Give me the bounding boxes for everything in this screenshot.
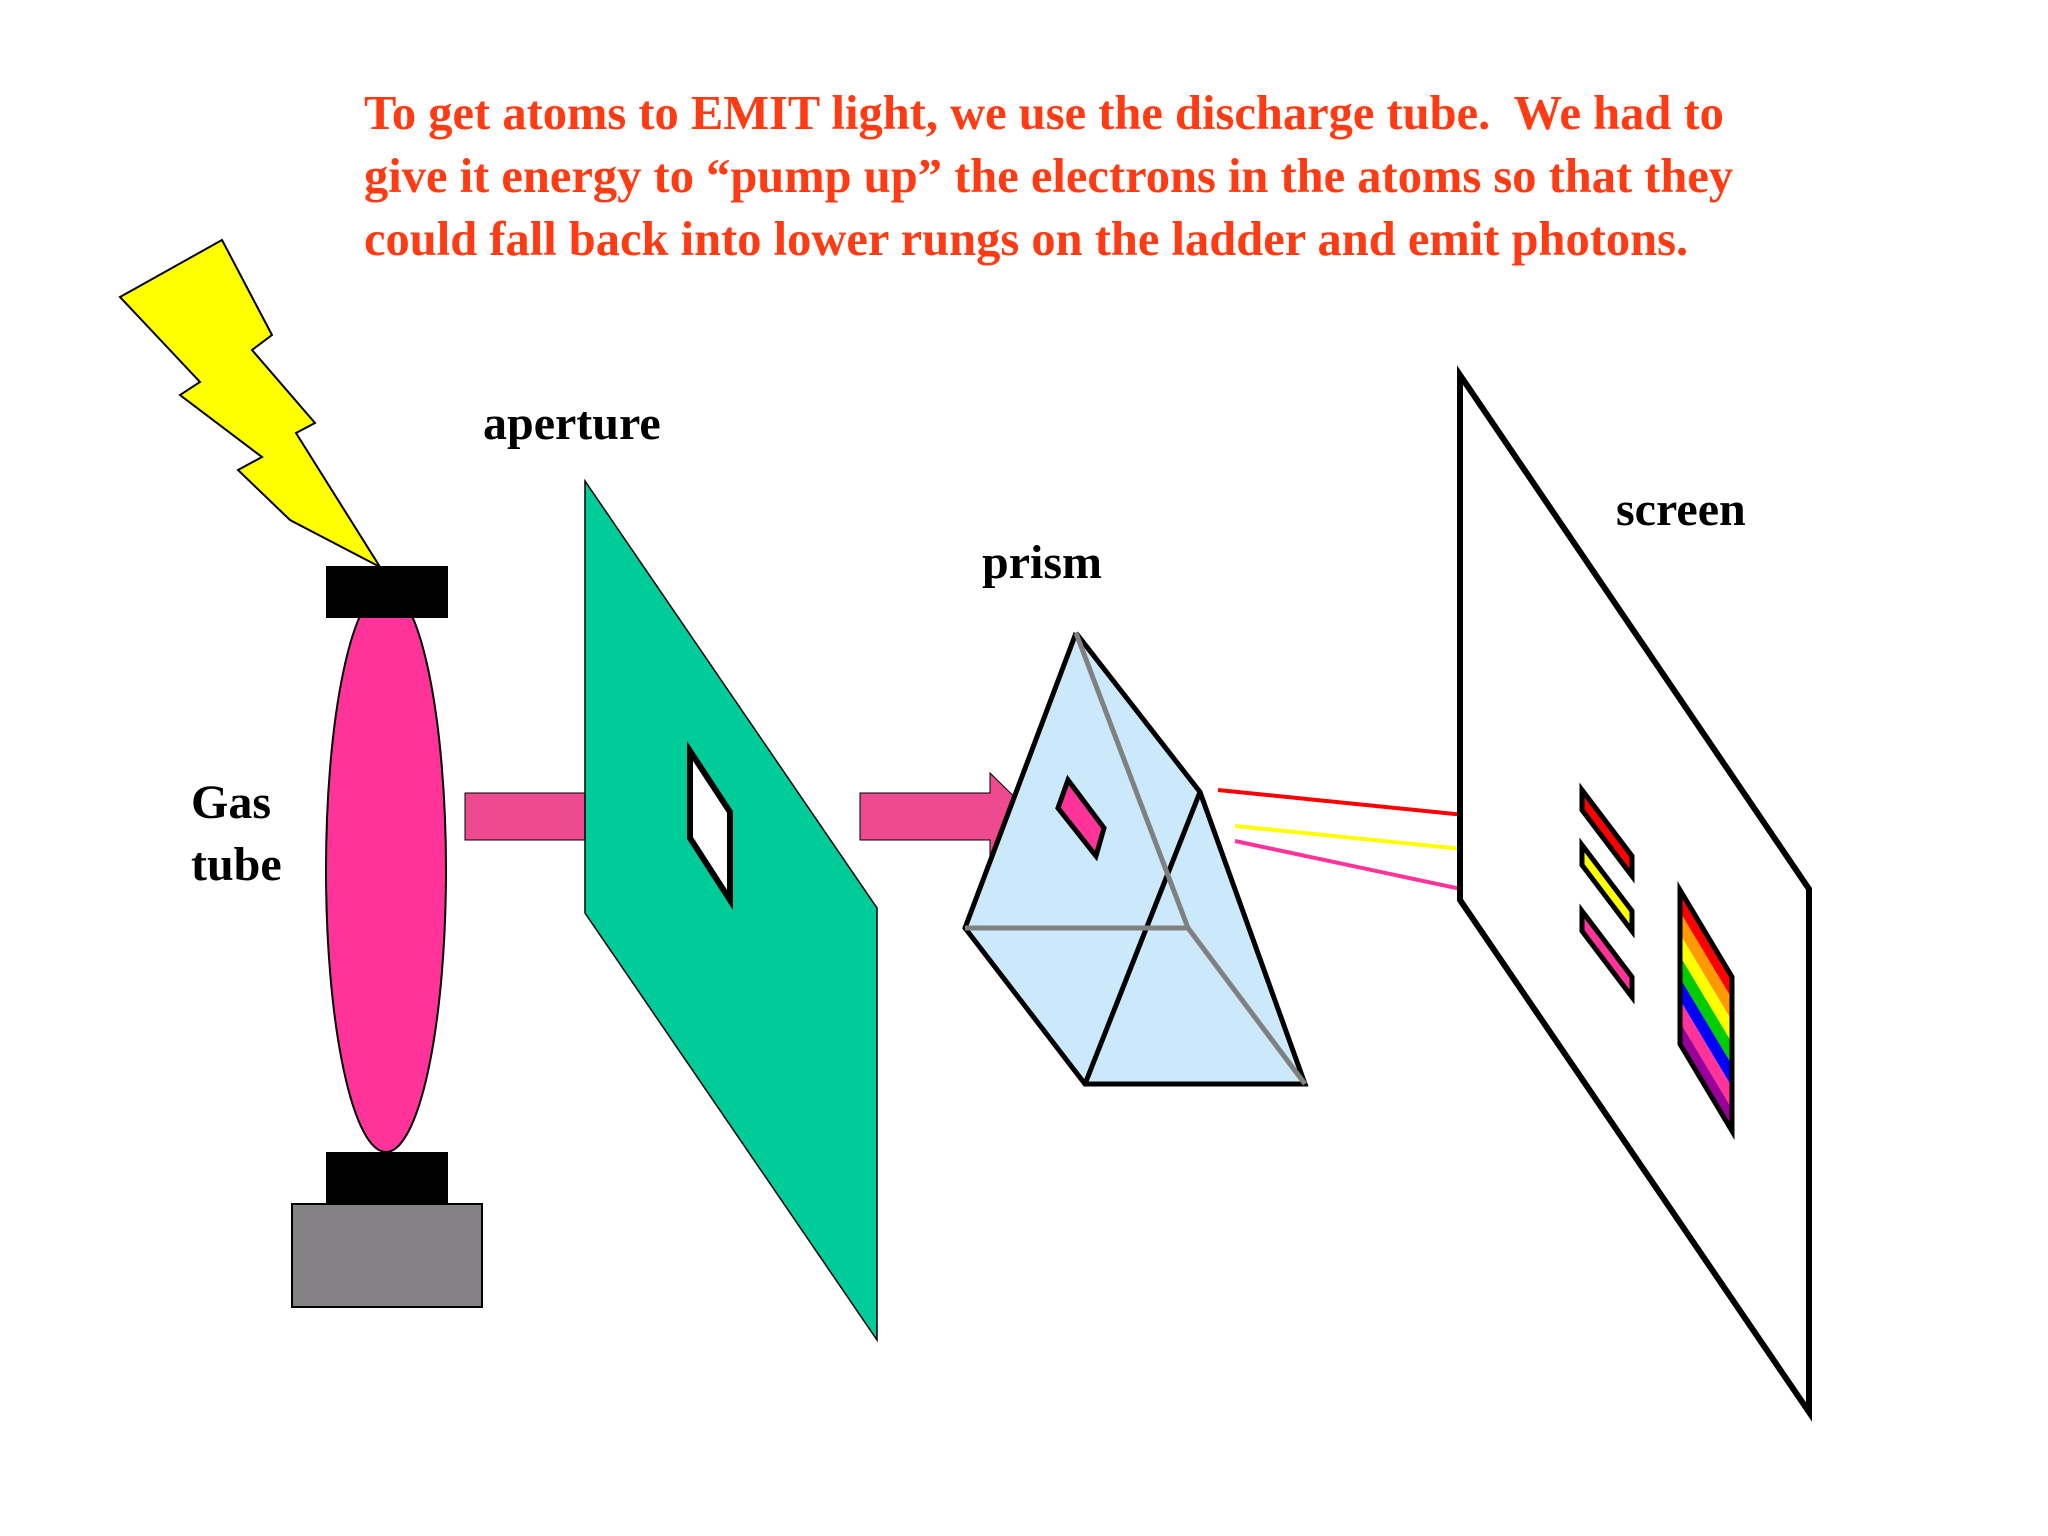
lightning-bolt-icon	[118, 238, 383, 570]
aperture-label: aperture	[483, 397, 661, 450]
gas-tube-label: Gas tube	[191, 772, 282, 896]
spectrum-outline	[1677, 880, 1735, 1141]
gas-tube-body	[325, 587, 447, 1153]
heading-text: To get atoms to EMIT light, we use the d…	[364, 82, 1924, 271]
screen-label: screen	[1616, 483, 1746, 536]
gas-tube-bottom-cap	[326, 1152, 448, 1205]
spectrum-band	[1680, 978, 1732, 1087]
spectrum-band	[1680, 1022, 1732, 1131]
spectrum-band	[1680, 956, 1732, 1065]
continuous-spectrum	[1677, 880, 1735, 1141]
aperture-slit	[687, 740, 733, 911]
gas-tube-label-line-2: tube	[191, 838, 282, 891]
screen-plane	[1457, 365, 1812, 1422]
gas-tube-base	[291, 1203, 483, 1308]
heading-line-2: give it energy to “pump up” the electron…	[364, 150, 1734, 203]
emission-line-yellow	[1579, 837, 1635, 939]
prism	[962, 631, 1309, 1087]
emission-lines	[1579, 782, 1635, 1005]
prism-light-spot	[1055, 774, 1107, 862]
spectrum-band	[1680, 1000, 1732, 1109]
gas-tube-label-line-1: Gas	[191, 776, 272, 829]
heading-line-1: To get atoms to EMIT light, we use the d…	[364, 87, 1724, 140]
heading-line-3: could fall back into lower rungs on the …	[364, 213, 1689, 266]
spectrum-band	[1680, 934, 1732, 1043]
gas-tube-top-cap	[326, 566, 448, 618]
aperture-plate	[584, 478, 878, 1343]
spectrum-band	[1680, 912, 1732, 1021]
prism-label: prism	[982, 536, 1102, 589]
emission-line-pink	[1579, 903, 1635, 1005]
emission-line-red	[1579, 782, 1635, 884]
spectrum-band	[1680, 890, 1732, 999]
